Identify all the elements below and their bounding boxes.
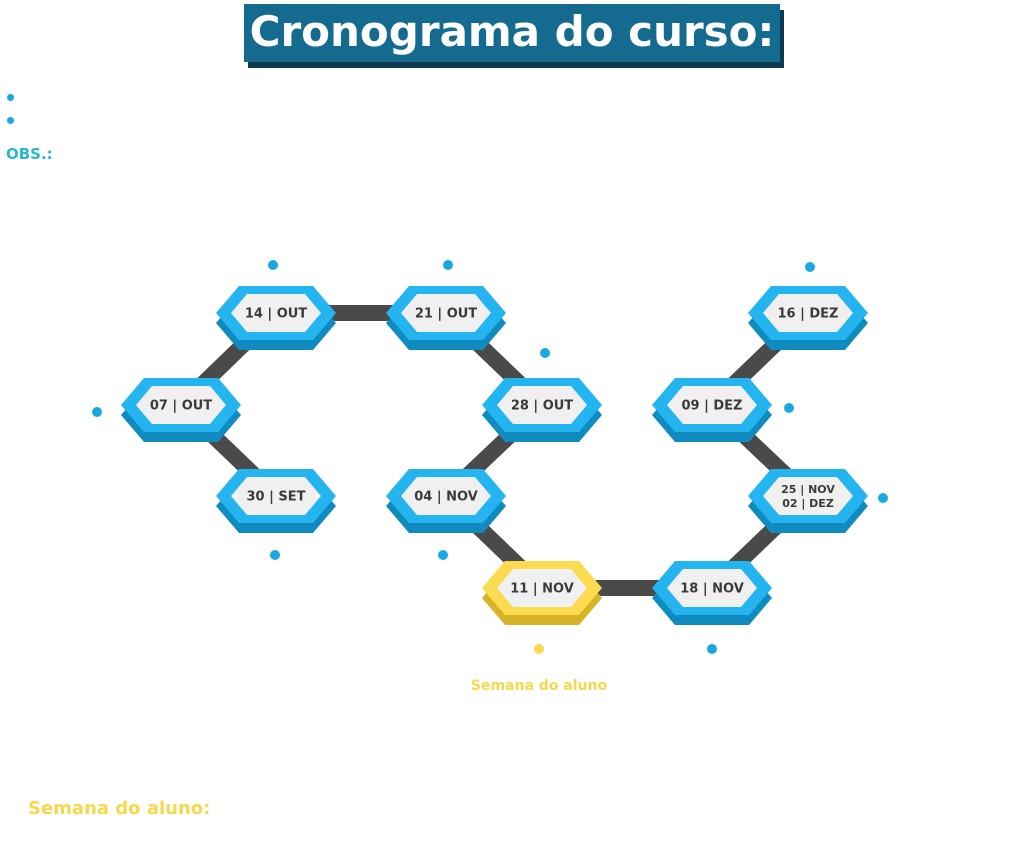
node-date-label: 09 | DEZ [682, 399, 743, 414]
connectors [175, 305, 814, 596]
decor-dot [540, 348, 550, 358]
decor-dot [878, 493, 888, 503]
schedule-node: 21 | OUT [386, 286, 506, 350]
decor-dots [92, 260, 888, 654]
node-hex-face [136, 386, 226, 424]
schedule-node: 07 | OUT [121, 378, 241, 442]
node-date-label: 14 | OUT [245, 307, 307, 322]
node-date-label: 04 | NOV [414, 490, 478, 505]
decor-dot [784, 403, 794, 413]
node-date-label: 25 | NOV [781, 483, 835, 496]
node-date-label: 02 | DEZ [782, 497, 834, 510]
schedule-node: 30 | SET [216, 469, 336, 533]
decor-dot [805, 262, 815, 272]
node-date-label: 16 | DEZ [778, 307, 839, 322]
node-date-label: 21 | OUT [415, 307, 477, 322]
node-hex-face [231, 294, 321, 332]
obs-label: OBS.: [6, 145, 53, 163]
highlight-caption: Semana do aluno [470, 678, 608, 694]
decor-dot [270, 550, 280, 560]
decor-dot [438, 550, 448, 560]
decor-dot [443, 260, 453, 270]
schedule-node: 18 | NOV [652, 561, 772, 625]
node-hex-face [763, 294, 853, 332]
node-hex-face [231, 477, 321, 515]
node-date-label: 07 | OUT [150, 399, 212, 414]
node-hex-face [763, 477, 853, 515]
node-hex-face [497, 569, 587, 607]
schedule-node: 14 | OUT [216, 286, 336, 350]
bullet-dot [7, 94, 14, 101]
node-date-label: 28 | OUT [511, 399, 573, 414]
bullet-dot [7, 117, 14, 124]
decor-dot [268, 260, 278, 270]
node-hex-face [667, 569, 757, 607]
node-hex-face [401, 477, 491, 515]
schedule-node: 16 | DEZ [748, 286, 868, 350]
decor-dot [707, 644, 717, 654]
footer-label: Semana do aluno: [28, 798, 211, 819]
schedule-node: 09 | DEZ [652, 378, 772, 442]
decor-dot [92, 407, 102, 417]
node-hex-face [401, 294, 491, 332]
node-date-label: 30 | SET [246, 490, 305, 505]
title-area: Cronograma do curso: [0, 0, 1024, 62]
node-date-label: 11 | NOV [510, 582, 574, 597]
node-hex-face [497, 386, 587, 424]
node-date-label: 18 | NOV [680, 582, 744, 597]
schedule-nodes: 30 | SET 07 | OUT 14 | OUT 21 | OUT 28 | OUT… [121, 286, 868, 625]
schedule-node: 11 | NOV [482, 561, 602, 625]
schedule-node: 04 | NOV [386, 469, 506, 533]
page-title: Cronograma do curso: [243, 4, 781, 62]
schedule-node: 28 | OUT [482, 378, 602, 442]
decor-dot [534, 644, 544, 654]
node-hex-face [667, 386, 757, 424]
